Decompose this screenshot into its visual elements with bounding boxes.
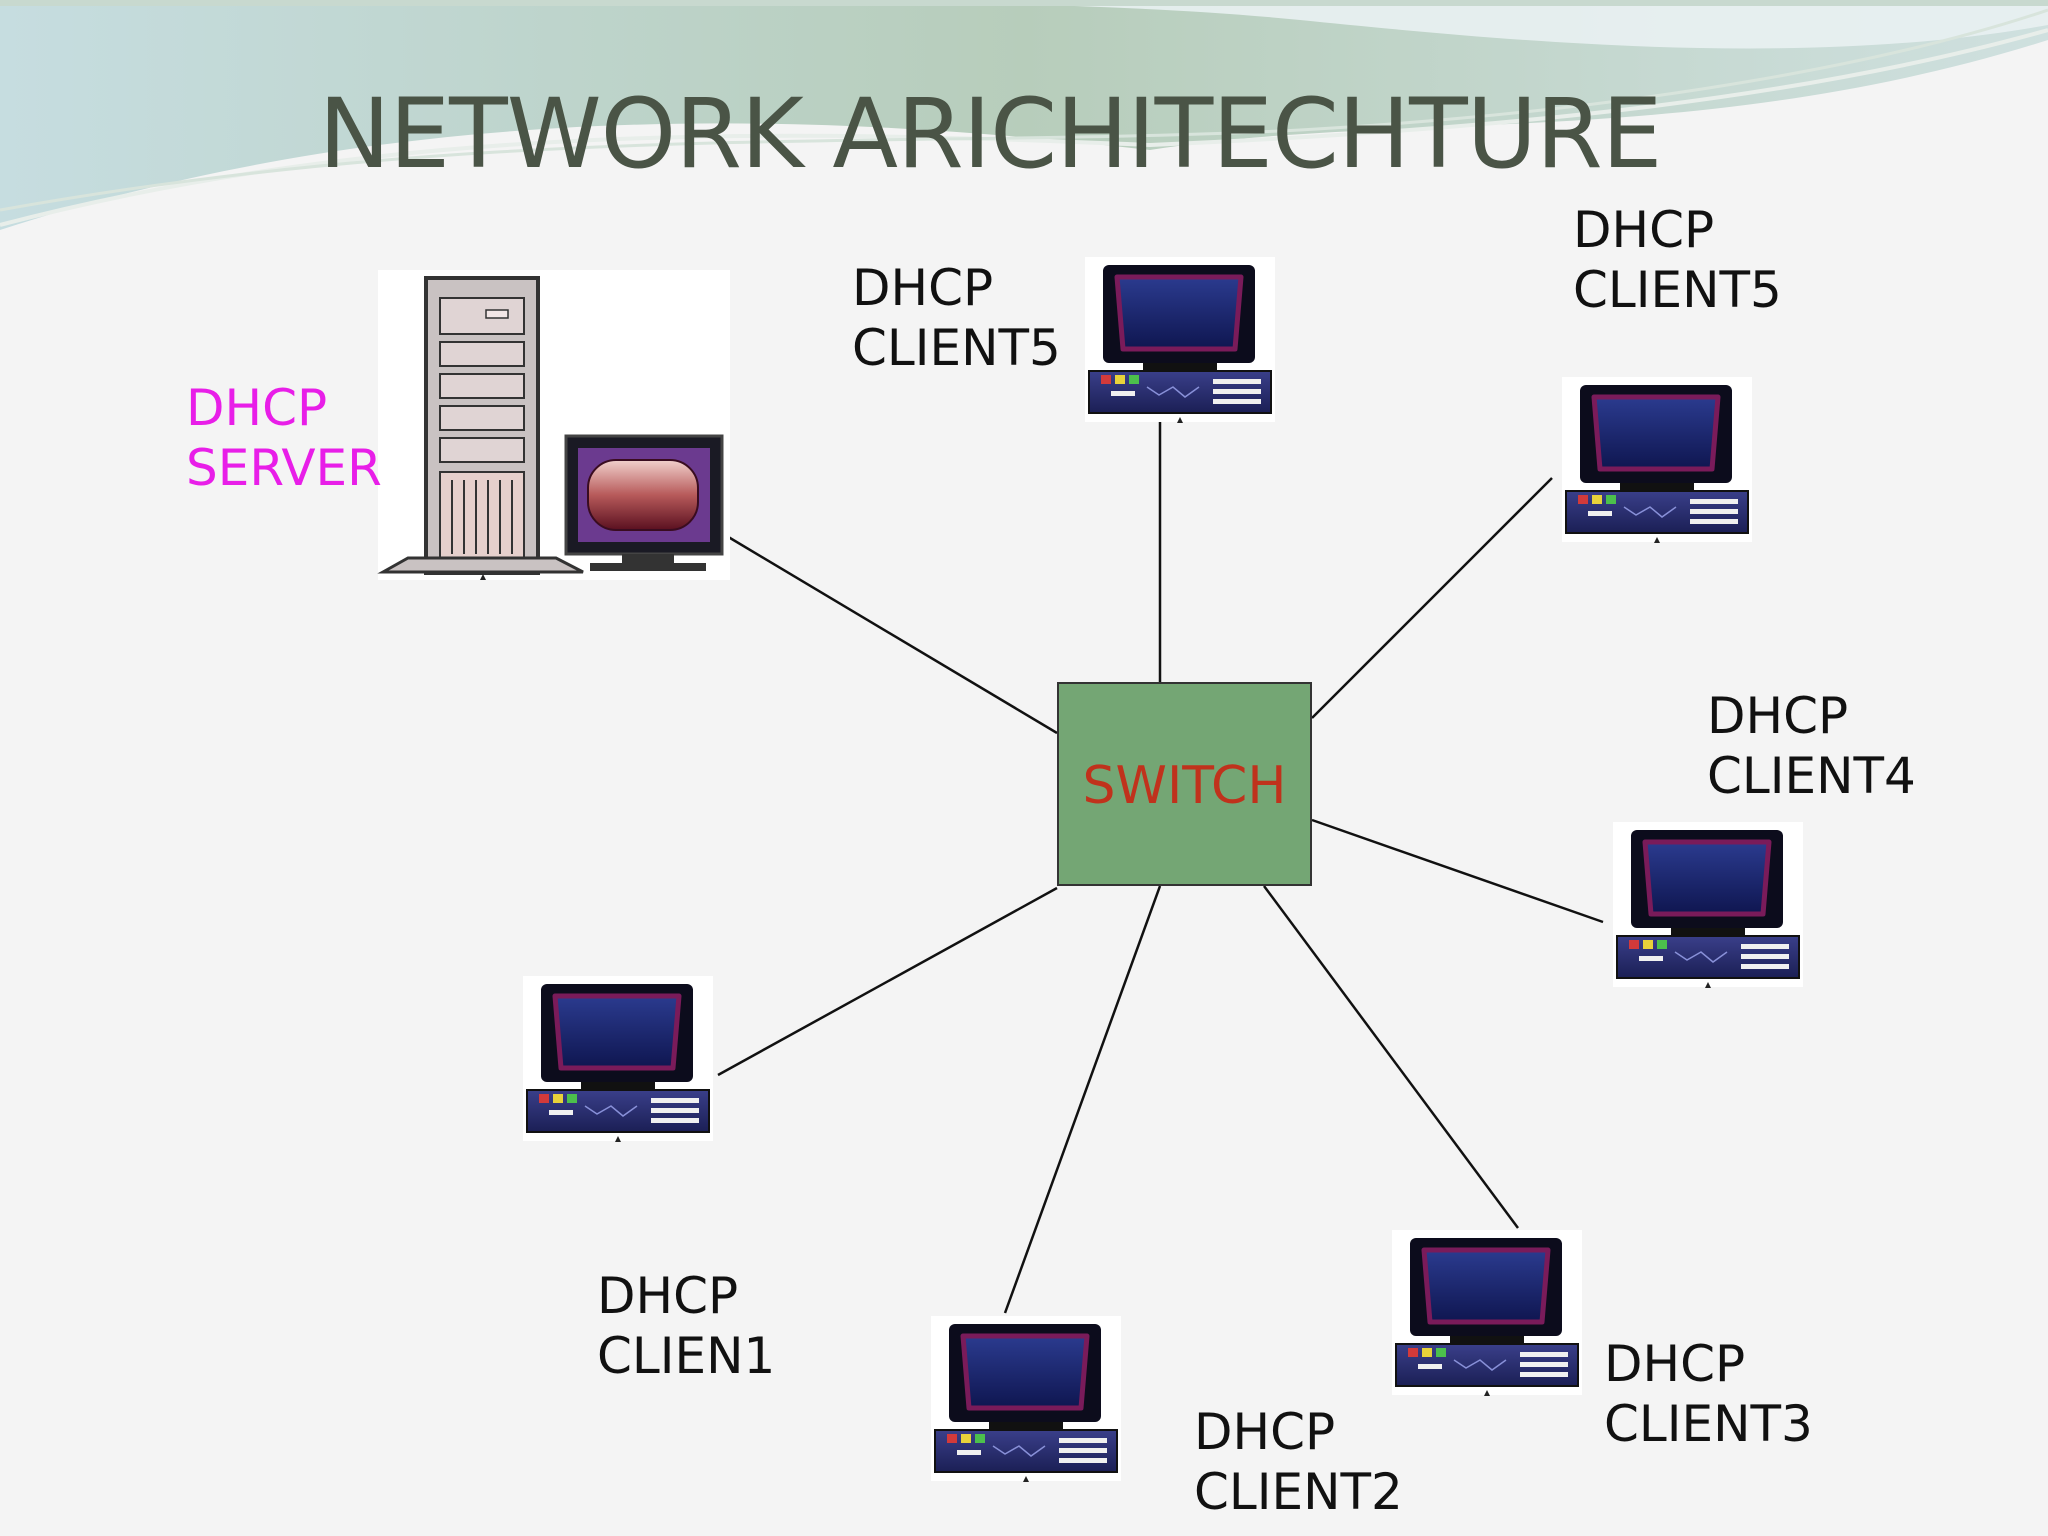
computer-client4 [1613,822,1803,988]
links [717,422,1604,1314]
client-label-line2: CLIENT2 [1194,1463,1403,1521]
link-client4 [1311,818,1604,924]
server-label: DHCP SERVER [186,378,382,498]
switch-label: SWITCH [1082,756,1287,816]
link-client5-top-right [1311,477,1553,719]
computer-client1 [523,976,713,1142]
client4-label: DHCP CLIENT4 [1707,686,1916,806]
computer-client5-top-right [1562,377,1752,543]
computer-client5-top-center [1085,257,1275,423]
client-label-line1: DHCP [1604,1335,1746,1393]
client-label-line1: DHCP [1573,201,1715,259]
computer-client3 [1392,1230,1582,1396]
client-label-line1: DHCP [597,1267,739,1325]
link-client1 [717,886,1058,1077]
client-label-line2: CLIENT4 [1707,747,1916,805]
client-label-line1: DHCP [1194,1403,1336,1461]
client-label-line1: DHCP [852,259,994,317]
computer-client2 [931,1316,1121,1482]
link-client3 [1262,885,1520,1229]
client-label-line2: CLIEN1 [597,1327,776,1385]
server-label-line2: SERVER [186,439,382,497]
client5-top-right-label: DHCP CLIENT5 [1573,200,1782,320]
page-title: NETWORK ARICHITECHTURE [318,78,1663,190]
server-label-line1: DHCP [186,379,328,437]
link-client2 [1003,885,1162,1314]
server-tower [377,276,584,575]
client-label-line2: CLIENT5 [1573,261,1782,319]
client-label-line2: CLIENT5 [852,319,1061,377]
server-monitor [564,434,724,571]
client5-top-center-label: DHCP CLIENT5 [852,258,1061,378]
client1-label: DHCP CLIEN1 [597,1266,775,1386]
client-label-line1: DHCP [1707,687,1849,745]
link-server [719,530,1058,735]
server-computer [377,270,730,580]
client-label-line2: CLIENT3 [1604,1395,1813,1453]
switch-node: SWITCH [1057,682,1312,886]
client2-label: DHCP CLIENT2 [1194,1402,1403,1522]
client3-label: DHCP CLIENT3 [1604,1334,1813,1454]
